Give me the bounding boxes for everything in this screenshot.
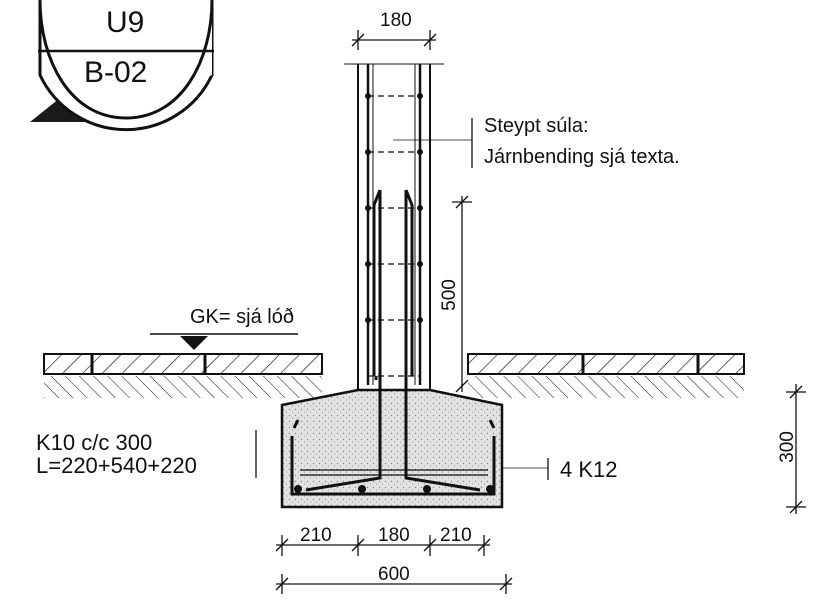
ground-slab-left	[43, 353, 323, 398]
footing-reinforcement	[290, 419, 496, 496]
dim-column-width	[351, 30, 437, 50]
column-note-line2: Járnbending sjá texta.	[484, 146, 680, 168]
bottom-bars-label: 4 K12	[560, 457, 618, 482]
column-note-leader	[393, 118, 473, 168]
ground-level-marker	[150, 333, 298, 350]
dim-starter-length	[452, 195, 472, 393]
dim-bottom-chain	[275, 535, 491, 556]
footing-width-label: 600	[378, 564, 410, 585]
right-part-label: 210	[440, 525, 472, 546]
stirrup-note-line2: L=220+540+220	[36, 453, 197, 478]
title-block-bottom-label: B-02	[84, 56, 148, 89]
title-block-top-label: U9	[106, 6, 145, 39]
column	[344, 63, 444, 390]
ground-slab-right	[467, 353, 745, 398]
stirrup-note-line1: K10 c/c 300	[36, 430, 153, 455]
footing-height-label: 300	[776, 431, 798, 463]
starter-bars	[305, 189, 481, 492]
dim-footing-height	[786, 384, 806, 514]
column-note-line1: Steypt súla:	[484, 115, 589, 137]
middle-part-label: 180	[378, 525, 410, 546]
bottom-bars	[294, 485, 494, 493]
title-block	[30, 0, 214, 132]
dim-footing-width	[275, 574, 513, 594]
bottom-bars-leader	[502, 458, 549, 480]
column-width-label: 180	[380, 10, 412, 31]
starter-length-label: 500	[438, 279, 460, 311]
left-part-label: 210	[300, 525, 332, 546]
ground-level-label: GK= sjá lóð	[190, 306, 294, 328]
